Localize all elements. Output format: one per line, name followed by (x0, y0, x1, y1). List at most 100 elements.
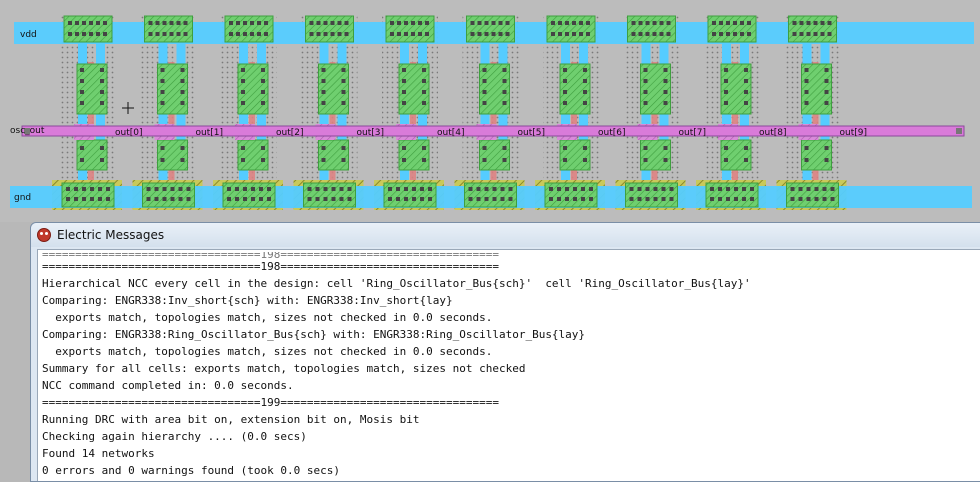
contact (162, 197, 167, 201)
contact (747, 32, 751, 36)
contact (643, 158, 648, 162)
nmos-active (479, 139, 510, 171)
vdd-contact-block (707, 15, 757, 43)
contact (267, 197, 271, 201)
contact (261, 146, 265, 150)
contact (726, 21, 730, 25)
gnd-contact-block (142, 182, 195, 208)
contact (804, 79, 809, 83)
bus-pin (24, 128, 30, 134)
messages-text-area[interactable]: =================================198====… (37, 249, 980, 481)
contact (162, 21, 167, 25)
contact (257, 32, 261, 36)
contact (396, 197, 400, 201)
contact (321, 146, 326, 150)
contact (316, 32, 321, 36)
contact (557, 187, 561, 191)
contact (90, 187, 94, 191)
contact (666, 32, 671, 36)
contact (235, 187, 239, 191)
contact (267, 187, 271, 191)
contact (160, 158, 165, 162)
contact (80, 68, 84, 72)
contact (502, 101, 507, 105)
contact (89, 21, 93, 25)
contact (229, 32, 233, 36)
contact (264, 21, 268, 25)
contact (830, 187, 835, 191)
contact (581, 187, 585, 191)
contact (100, 90, 104, 94)
contact (259, 197, 263, 201)
contact (740, 32, 744, 36)
contact (824, 90, 829, 94)
contact (792, 32, 797, 36)
contact (798, 187, 803, 191)
contact (390, 32, 394, 36)
message-log[interactable]: =================================198====… (38, 250, 980, 479)
contact (243, 21, 247, 25)
nmos-active (237, 139, 269, 171)
contact (742, 187, 746, 191)
messages-titlebar[interactable]: Electric Messages (31, 223, 980, 247)
contact (792, 21, 797, 25)
osc-out-label: osc_out (10, 126, 45, 136)
stage-output-label: out[4] (437, 128, 465, 138)
contact (236, 32, 240, 36)
contact (261, 90, 265, 94)
contact (726, 32, 730, 36)
contact (309, 32, 314, 36)
contact (477, 21, 482, 25)
message-line: Hierarchical NCC every cell in the desig… (42, 277, 751, 290)
contact (484, 197, 489, 201)
contact (422, 68, 426, 72)
stage-output-label: out[6] (598, 128, 626, 138)
pmos-active (720, 63, 752, 115)
contact (425, 21, 429, 25)
contact (344, 32, 349, 36)
stage-output-label: out[5] (518, 128, 546, 138)
contact (579, 32, 583, 36)
messages-window[interactable]: Electric Messages ======================… (30, 222, 980, 482)
contact (402, 90, 406, 94)
contact (733, 21, 737, 25)
contact (661, 187, 666, 191)
gnd-contact-block (464, 182, 517, 208)
contact (80, 90, 84, 94)
contact (321, 79, 326, 83)
contact (652, 21, 657, 25)
contact (666, 21, 671, 25)
gnd-contact-block (544, 182, 598, 208)
contact (422, 79, 426, 83)
pmos-active (801, 63, 832, 115)
contact (589, 187, 593, 191)
contact (638, 32, 643, 36)
contact (323, 32, 328, 36)
contact (586, 21, 590, 25)
contact (806, 21, 811, 25)
contact (804, 158, 809, 162)
contact (663, 79, 668, 83)
contact (96, 21, 100, 25)
contact (482, 101, 487, 105)
contact (710, 187, 714, 191)
contact (726, 197, 730, 201)
contact (412, 197, 416, 201)
stage-output-label: out[1] (196, 128, 224, 138)
contact (162, 32, 167, 36)
contact (180, 101, 185, 105)
contact (180, 158, 185, 162)
contact (321, 101, 326, 105)
contact (404, 187, 408, 191)
contact (100, 79, 104, 83)
window-title: Electric Messages (57, 228, 165, 242)
contact (229, 21, 233, 25)
contact (799, 21, 804, 25)
contact (180, 90, 185, 94)
contact (162, 187, 167, 191)
nmos-active (318, 139, 349, 171)
contact (643, 68, 648, 72)
vdd-contact-block (788, 15, 837, 43)
